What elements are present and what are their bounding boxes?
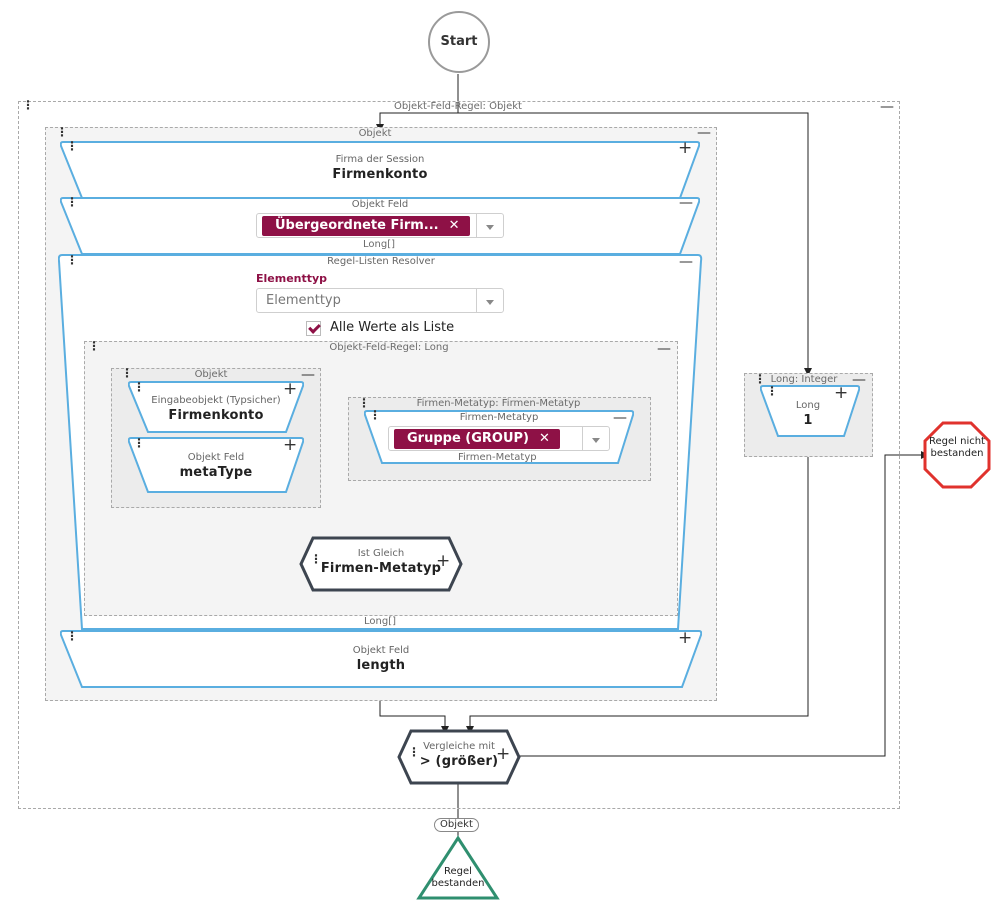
length-node[interactable]: [60, 629, 702, 689]
outer-rule-group[interactable]: [18, 101, 900, 809]
close-icon[interactable]: ✕: [539, 431, 550, 446]
long-group-collapse-icon[interactable]: —: [852, 372, 866, 388]
objekt-group-collapse-icon[interactable]: —: [697, 125, 711, 141]
firma-node-menu-icon[interactable]: ⋮: [66, 140, 78, 152]
objektfeld-node-collapse-icon[interactable]: —: [679, 195, 693, 211]
resolver-node-label: Regel-Listen Resolver: [327, 256, 435, 267]
length-node-label: Objekt Feld: [352, 645, 410, 656]
eingabe-node-value: Firmenkonto: [168, 408, 264, 423]
firmen-node-label: Firmen-Metatyp: [459, 412, 539, 423]
objekt-group-title: Objekt: [358, 128, 392, 139]
metatype-node[interactable]: [128, 436, 304, 496]
objektfeld-chip[interactable]: Übergeordnete Firm... ✕: [262, 216, 470, 236]
ist-gleich-value: Firmen-Metatyp: [320, 561, 442, 576]
inner-group-title: Objekt-Feld-Regel: Long: [329, 342, 449, 353]
firmen-chip[interactable]: Gruppe (GROUP) ✕: [394, 429, 560, 449]
long-node[interactable]: [760, 384, 860, 440]
long-node-menu-icon[interactable]: ⋮: [766, 385, 778, 397]
chevron-down-icon[interactable]: [582, 427, 609, 450]
vergleiche-label: Vergleiche mit: [423, 741, 495, 752]
objektfeld-type-label: Long[]: [363, 239, 396, 250]
elementtyp-select[interactable]: [256, 288, 504, 313]
objektfeld-chip-label: Übergeordnete Firm...: [275, 218, 439, 233]
objektfeld-node-label: Objekt Feld: [351, 199, 409, 210]
long-node-add-icon[interactable]: +: [834, 383, 849, 403]
fail-node-label: Regel nicht bestanden: [929, 436, 985, 459]
start-label: Start: [440, 34, 478, 49]
objekt-output-pill: Objekt: [434, 818, 479, 832]
chevron-down-icon[interactable]: [476, 289, 503, 312]
chevron-down-icon[interactable]: [476, 214, 503, 237]
fail-node[interactable]: [923, 421, 991, 489]
resolver-type-label: Long[]: [364, 616, 397, 627]
objekt-subgroup-title: Objekt: [194, 369, 228, 380]
eingabe-node-add-icon[interactable]: +: [283, 379, 298, 399]
firmen-type-label: Firmen-Metatyp: [458, 452, 537, 463]
firma-node-add-icon[interactable]: +: [678, 138, 693, 158]
firma-node-value: Firmenkonto: [332, 167, 428, 182]
elementtyp-placeholder: Elementtyp: [266, 293, 341, 308]
ist-gleich-label: Ist Gleich: [357, 548, 405, 559]
resolver-node-collapse-icon[interactable]: —: [679, 254, 693, 270]
metatype-node-menu-icon[interactable]: ⋮: [133, 437, 145, 449]
close-icon[interactable]: ✕: [448, 218, 460, 233]
eingabe-node-menu-icon[interactable]: ⋮: [133, 381, 145, 393]
vergleiche-add-icon[interactable]: +: [496, 744, 511, 764]
length-node-add-icon[interactable]: +: [678, 628, 693, 648]
firma-node-label: Firma der Session: [335, 154, 425, 165]
elementtyp-field-label: Elementtyp: [256, 272, 328, 285]
ist-gleich-add-icon[interactable]: +: [436, 551, 451, 571]
alle-werte-label: Alle Werte als Liste: [330, 320, 455, 335]
eingabe-node[interactable]: [128, 380, 304, 436]
objekt-subgroup-collapse-icon[interactable]: —: [301, 367, 315, 383]
firmen-node-collapse-icon[interactable]: —: [613, 410, 627, 426]
outer-group-title: Objekt-Feld-Regel: Objekt: [394, 101, 522, 112]
vergleiche-node[interactable]: [397, 729, 521, 785]
long-group-title: Long: Integer: [770, 374, 838, 385]
length-node-menu-icon[interactable]: ⋮: [66, 630, 78, 642]
success-node-label: Regel bestanden: [431, 866, 485, 889]
start-node[interactable]: [427, 10, 491, 74]
length-node-value: length: [356, 658, 406, 673]
alle-werte-checkbox[interactable]: [306, 321, 321, 336]
metatype-node-add-icon[interactable]: +: [283, 435, 298, 455]
long-node-label: Long: [795, 400, 821, 411]
long-node-value: 1: [803, 413, 813, 428]
metatype-node-value: metaType: [179, 465, 253, 480]
firmen-group-title: Firmen-Metatyp: Firmen-Metatyp: [416, 398, 581, 409]
inner-group-collapse-icon[interactable]: —: [657, 341, 671, 357]
outer-group-collapse-icon[interactable]: —: [880, 99, 894, 115]
ist-gleich-node[interactable]: [299, 536, 463, 592]
metatype-node-label: Objekt Feld: [187, 452, 245, 463]
success-node[interactable]: [416, 835, 500, 901]
vergleiche-value: > (größer): [419, 754, 499, 769]
eingabe-node-label: Eingabeobjekt (Typsicher): [151, 395, 281, 406]
firmen-chip-label: Gruppe (GROUP): [407, 431, 529, 446]
